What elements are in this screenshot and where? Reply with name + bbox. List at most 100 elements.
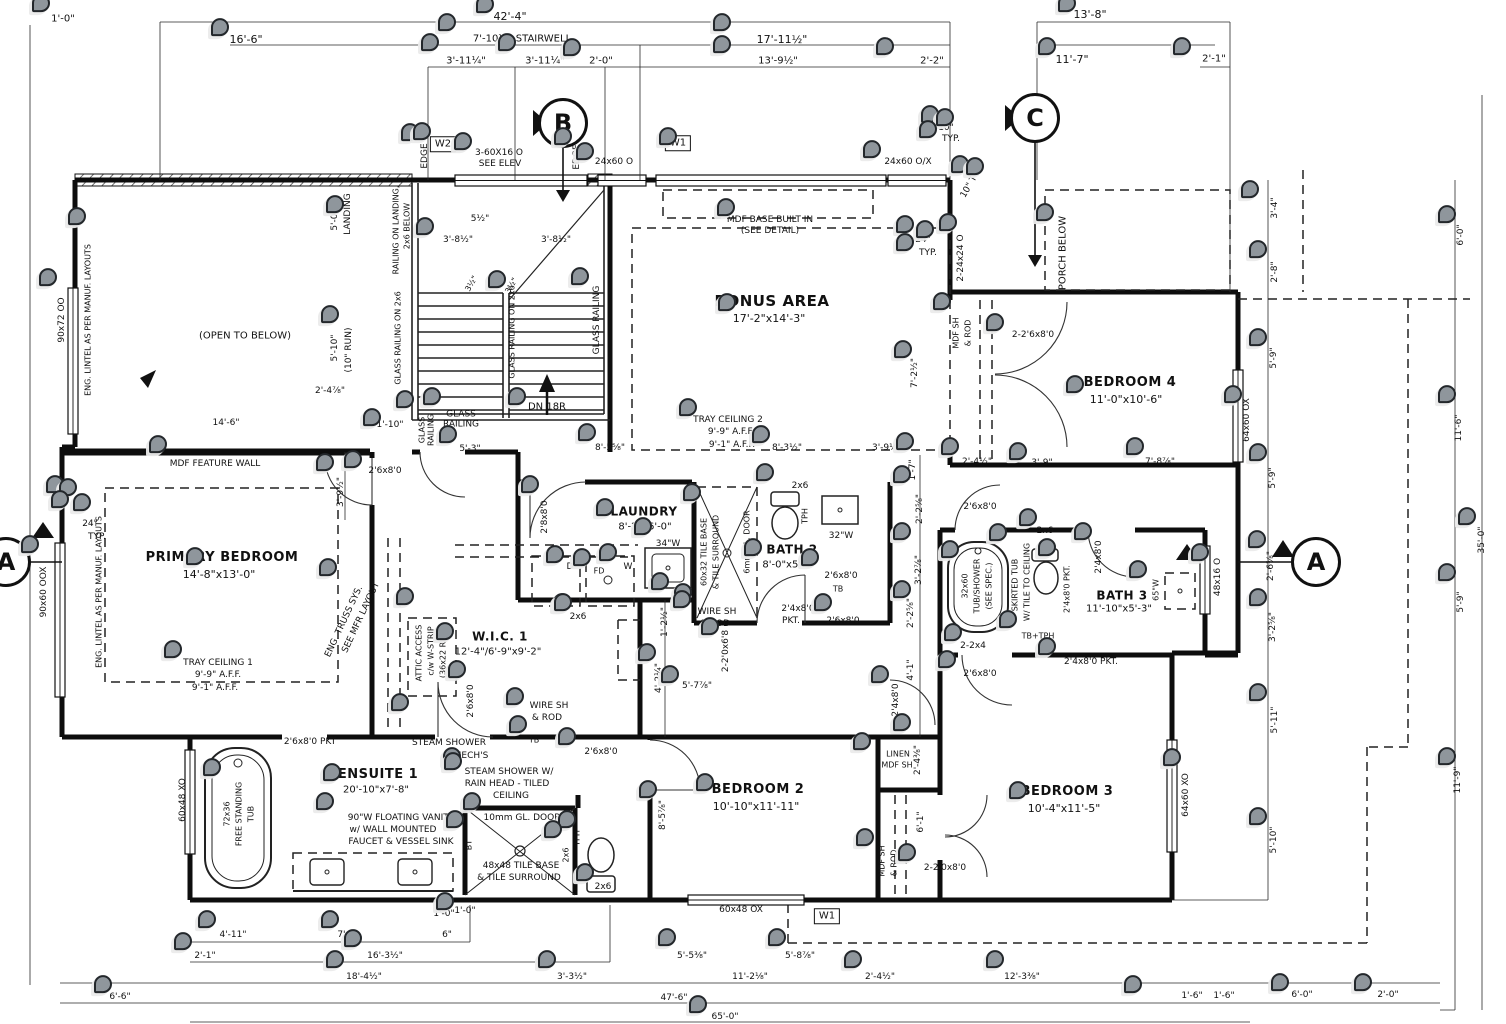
comment-pin[interactable]	[863, 140, 881, 159]
comment-pin[interactable]	[554, 127, 572, 146]
comment-pin[interactable]	[683, 483, 701, 502]
comment-pin[interactable]	[198, 910, 216, 929]
comment-pin[interactable]	[463, 792, 481, 811]
comment-pin[interactable]	[149, 435, 167, 454]
comment-pin[interactable]	[801, 548, 819, 567]
comment-pin[interactable]	[363, 408, 381, 427]
comment-pin[interactable]	[1126, 437, 1144, 456]
comment-pin[interactable]	[396, 390, 414, 409]
comment-pin[interactable]	[1249, 443, 1267, 462]
comment-pin[interactable]	[938, 650, 956, 669]
comment-pin[interactable]	[1058, 0, 1076, 13]
comment-pin[interactable]	[999, 610, 1017, 629]
comment-pin[interactable]	[1438, 563, 1456, 582]
comment-pin[interactable]	[876, 37, 894, 56]
comment-pin[interactable]	[673, 590, 691, 609]
comment-pin[interactable]	[446, 810, 464, 829]
comment-pin[interactable]	[713, 35, 731, 54]
comment-pin[interactable]	[893, 580, 911, 599]
comment-pin[interactable]	[752, 425, 770, 444]
comment-pin[interactable]	[966, 157, 984, 176]
comment-pin[interactable]	[853, 732, 871, 751]
comment-pin[interactable]	[436, 622, 454, 641]
comment-pin[interactable]	[1038, 538, 1056, 557]
comment-pin[interactable]	[1438, 385, 1456, 404]
comment-pin[interactable]	[476, 0, 494, 14]
comment-pin[interactable]	[321, 910, 339, 929]
comment-pin[interactable]	[436, 892, 454, 911]
comment-pin[interactable]	[1271, 973, 1289, 992]
comment-pin[interactable]	[576, 142, 594, 161]
comment-pin[interactable]	[508, 387, 526, 406]
comment-pin[interactable]	[506, 687, 524, 706]
comment-pin[interactable]	[546, 545, 564, 564]
comment-pin[interactable]	[893, 522, 911, 541]
comment-pin[interactable]	[658, 928, 676, 947]
comment-pin[interactable]	[1124, 975, 1142, 994]
comment-pin[interactable]	[717, 198, 735, 217]
comment-pin[interactable]	[51, 490, 69, 509]
comment-pin[interactable]	[919, 120, 937, 139]
comment-pin[interactable]	[941, 540, 959, 559]
comment-pin[interactable]	[718, 293, 736, 312]
comment-pin[interactable]	[509, 715, 527, 734]
comment-pin[interactable]	[936, 108, 954, 127]
comment-pin[interactable]	[701, 617, 719, 636]
comment-pin[interactable]	[916, 220, 934, 239]
comment-pin[interactable]	[438, 13, 456, 32]
comment-pin[interactable]	[1019, 508, 1037, 527]
comment-pin[interactable]	[391, 693, 409, 712]
comment-pin[interactable]	[1458, 507, 1476, 526]
comment-pin[interactable]	[454, 132, 472, 151]
comment-pin[interactable]	[896, 233, 914, 252]
comment-pin[interactable]	[1038, 637, 1056, 656]
comment-pin[interactable]	[344, 929, 362, 948]
comment-pin[interactable]	[1191, 543, 1209, 562]
comment-pin[interactable]	[696, 773, 714, 792]
comment-pin[interactable]	[896, 215, 914, 234]
comment-pin[interactable]	[316, 453, 334, 472]
comment-pin[interactable]	[638, 643, 656, 662]
comment-pin[interactable]	[944, 623, 962, 642]
comment-pin[interactable]	[39, 268, 57, 287]
comment-pin[interactable]	[326, 195, 344, 214]
comment-pin[interactable]	[651, 572, 669, 591]
comment-pin[interactable]	[896, 432, 914, 451]
comment-pin[interactable]	[1249, 240, 1267, 259]
comment-pin[interactable]	[634, 517, 652, 536]
comment-pin[interactable]	[573, 548, 591, 567]
comment-pin[interactable]	[32, 0, 50, 13]
comment-pin[interactable]	[893, 713, 911, 732]
comment-pin[interactable]	[1009, 781, 1027, 800]
comment-pin[interactable]	[933, 292, 951, 311]
comment-pin[interactable]	[814, 593, 832, 612]
comment-pin[interactable]	[659, 127, 677, 146]
comment-pin[interactable]	[898, 843, 916, 862]
comment-pin[interactable]	[563, 38, 581, 57]
comment-pin[interactable]	[73, 493, 91, 512]
comment-pin[interactable]	[344, 450, 362, 469]
comment-pin[interactable]	[498, 33, 516, 52]
comment-pin[interactable]	[744, 538, 762, 557]
comment-pin[interactable]	[578, 423, 596, 442]
comment-pin[interactable]	[661, 665, 679, 684]
comment-pin[interactable]	[439, 425, 457, 444]
comment-pin[interactable]	[488, 270, 506, 289]
comment-pin[interactable]	[326, 950, 344, 969]
comment-pin[interactable]	[639, 780, 657, 799]
comment-pin[interactable]	[1129, 560, 1147, 579]
comment-pin[interactable]	[1438, 205, 1456, 224]
comment-pin[interactable]	[571, 267, 589, 286]
comment-pin[interactable]	[1354, 973, 1372, 992]
comment-pin[interactable]	[68, 207, 86, 226]
comment-pin[interactable]	[871, 665, 889, 684]
comment-pin[interactable]	[448, 660, 466, 679]
comment-pin[interactable]	[413, 122, 431, 141]
comment-pin[interactable]	[844, 950, 862, 969]
comment-pin[interactable]	[164, 640, 182, 659]
comment-pin[interactable]	[319, 558, 337, 577]
comment-pin[interactable]	[174, 932, 192, 951]
comment-pin[interactable]	[1036, 203, 1054, 222]
comment-pin[interactable]	[1038, 37, 1056, 56]
comment-pin[interactable]	[1249, 328, 1267, 347]
